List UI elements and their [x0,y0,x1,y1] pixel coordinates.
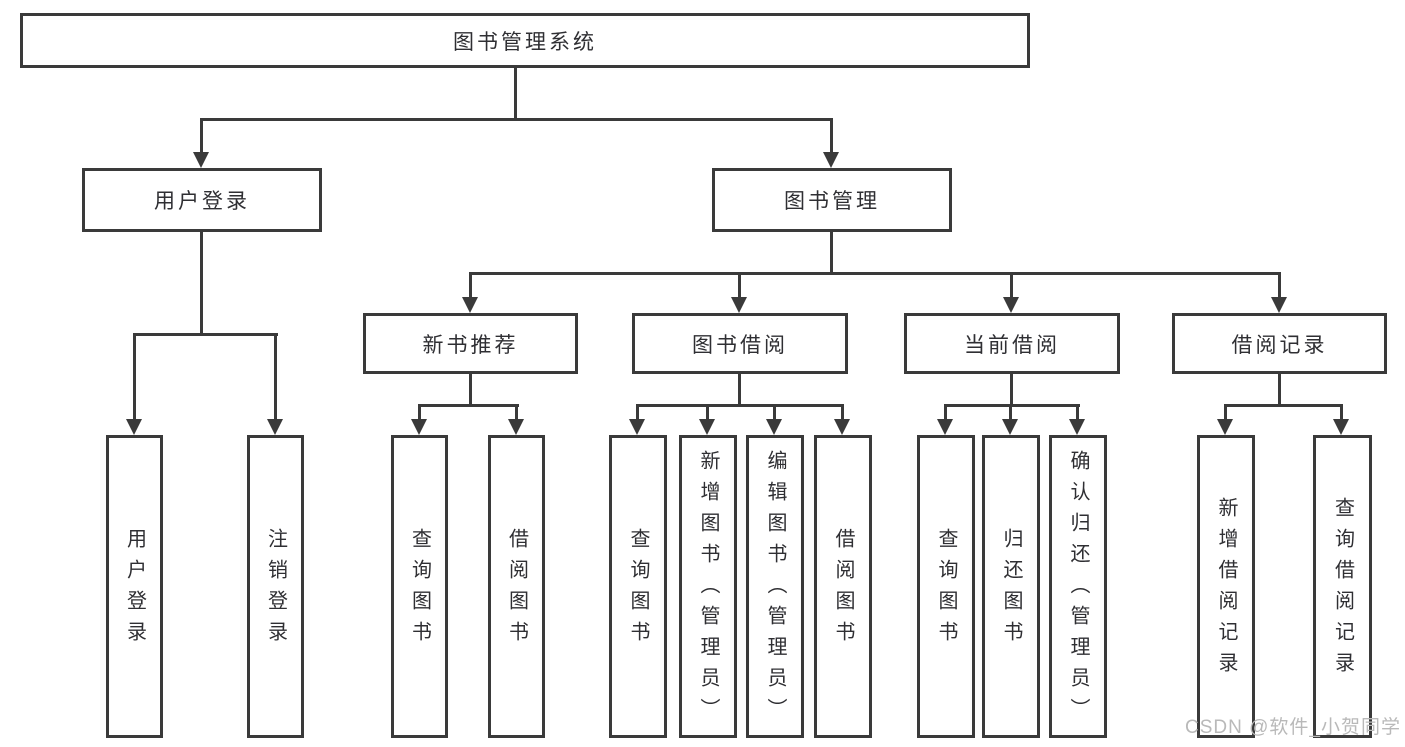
arrow-down-icon [508,419,524,435]
connector-to-current-borrow [1010,272,1013,299]
arrow-down-icon [193,152,209,168]
connector-root-drop [514,68,517,118]
node-root: 图书管理系统 [20,13,1030,68]
node-current-borrow: 当前借阅 [904,313,1120,374]
leaf-user-login: 用户登录 [106,435,163,738]
leaf-record-add-borrow-record: 新增借阅记录 [1197,435,1255,738]
connector-level1-split [200,118,833,121]
connector-level2-split [469,272,1281,275]
node-new-book-recommend: 新书推荐 [363,313,578,374]
leaf-borrow-borrow-book: 借阅图书 [814,435,872,738]
node-book-management-label: 图书管理 [784,190,880,213]
leaf-label: 查询图书 [627,527,649,652]
connector-user-login-split [133,333,278,336]
arrow-down-icon [411,419,427,435]
arrow-down-icon [699,419,715,435]
node-current-borrow-label: 当前借阅 [964,333,1060,357]
arrow-down-icon [462,297,478,313]
connector-to-user-login [200,118,203,154]
connector-to-borrow-record [1278,272,1281,299]
connector-leaf-drop [1340,404,1343,422]
arrow-down-icon [1217,419,1233,435]
connector-leaf-drop [515,404,518,422]
leaf-current-return-book: 归还图书 [982,435,1040,738]
arrow-down-icon [731,297,747,313]
leaf-label: 注销登录 [264,527,287,652]
arrow-down-icon [126,419,142,435]
connector-new-book-drop [469,373,472,407]
arrow-down-icon [1271,297,1287,313]
leaf-current-confirm-return-admin: 确认归还（管理员） [1049,435,1107,738]
connector-leaf-drop [841,404,844,422]
node-book-management: 图书管理 [712,168,952,232]
node-borrow-record-label: 借阅记录 [1231,333,1328,357]
arrow-down-icon [937,419,953,435]
node-new-book-recommend-label: 新书推荐 [422,333,519,357]
leaf-label: 查询借阅记录 [1331,496,1354,683]
connector-borrow-record-split [1224,404,1343,407]
arrow-down-icon [1069,419,1085,435]
connector-leaf-drop [706,404,709,422]
connector-book-borrow-split [636,404,844,407]
connector-leaf-drop [773,404,776,422]
leaf-label: 查询图书 [408,527,431,652]
arrow-down-icon [1003,297,1019,313]
arrow-down-icon [823,152,839,168]
node-book-borrow: 图书借阅 [632,313,848,374]
leaf-newbook-borrow-book: 借阅图书 [488,435,545,738]
node-user-login: 用户登录 [82,168,322,232]
connector-to-leaf-user-login [133,333,136,421]
node-root-label: 图书管理系统 [453,30,597,54]
node-borrow-record: 借阅记录 [1172,313,1387,374]
connector-leaf-drop [636,404,639,422]
connector-leaf-drop [944,404,947,422]
leaf-borrow-add-book-admin: 新增图书（管理员） [679,435,737,738]
connector-book-borrow-drop [738,373,741,407]
node-user-login-label: 用户登录 [154,190,250,213]
connector-to-leaf-logout [274,333,277,421]
arrow-down-icon [766,419,782,435]
connector-leaf-drop [1224,404,1227,422]
leaf-label: 新增借阅记录 [1215,496,1237,683]
arrow-down-icon [1333,419,1349,435]
node-book-borrow-label: 图书借阅 [692,333,788,357]
connector-leaf-drop [1076,404,1079,422]
leaf-newbook-query-book: 查询图书 [391,435,448,738]
connector-leaf-drop [1009,404,1012,422]
leaf-label: 确认归还（管理员） [1067,450,1089,729]
leaf-label: 编辑图书（管理员） [764,450,786,729]
connector-book-management-drop [830,232,833,275]
arrow-down-icon [267,419,283,435]
leaf-label: 借阅图书 [505,527,528,652]
connector-leaf-drop [418,404,421,422]
leaf-borrow-edit-book-admin: 编辑图书（管理员） [746,435,804,738]
connector-current-borrow-split [944,404,1080,407]
leaf-label: 新增图书（管理员） [697,450,719,729]
leaf-current-query-book: 查询图书 [917,435,975,738]
leaf-record-query-borrow-record: 查询借阅记录 [1313,435,1372,738]
leaf-label: 归还图书 [1000,527,1022,652]
arrow-down-icon [834,419,850,435]
leaf-borrow-query-book: 查询图书 [609,435,667,738]
connector-to-new-book [469,272,472,299]
connector-borrow-record-drop [1278,373,1281,407]
leaf-logout-login: 注销登录 [247,435,304,738]
leaf-label: 用户登录 [123,527,146,652]
connector-to-book-borrow [738,272,741,299]
connector-user-login-drop [200,232,203,336]
arrow-down-icon [629,419,645,435]
csdn-watermark: CSDN @软件_小贺同学 [1185,717,1401,738]
connector-new-book-split [418,404,519,407]
arrow-down-icon [1002,419,1018,435]
leaf-label: 查询图书 [935,527,957,652]
connector-current-borrow-drop [1010,373,1013,407]
connector-to-book-management [830,118,833,154]
leaf-label: 借阅图书 [832,527,854,652]
